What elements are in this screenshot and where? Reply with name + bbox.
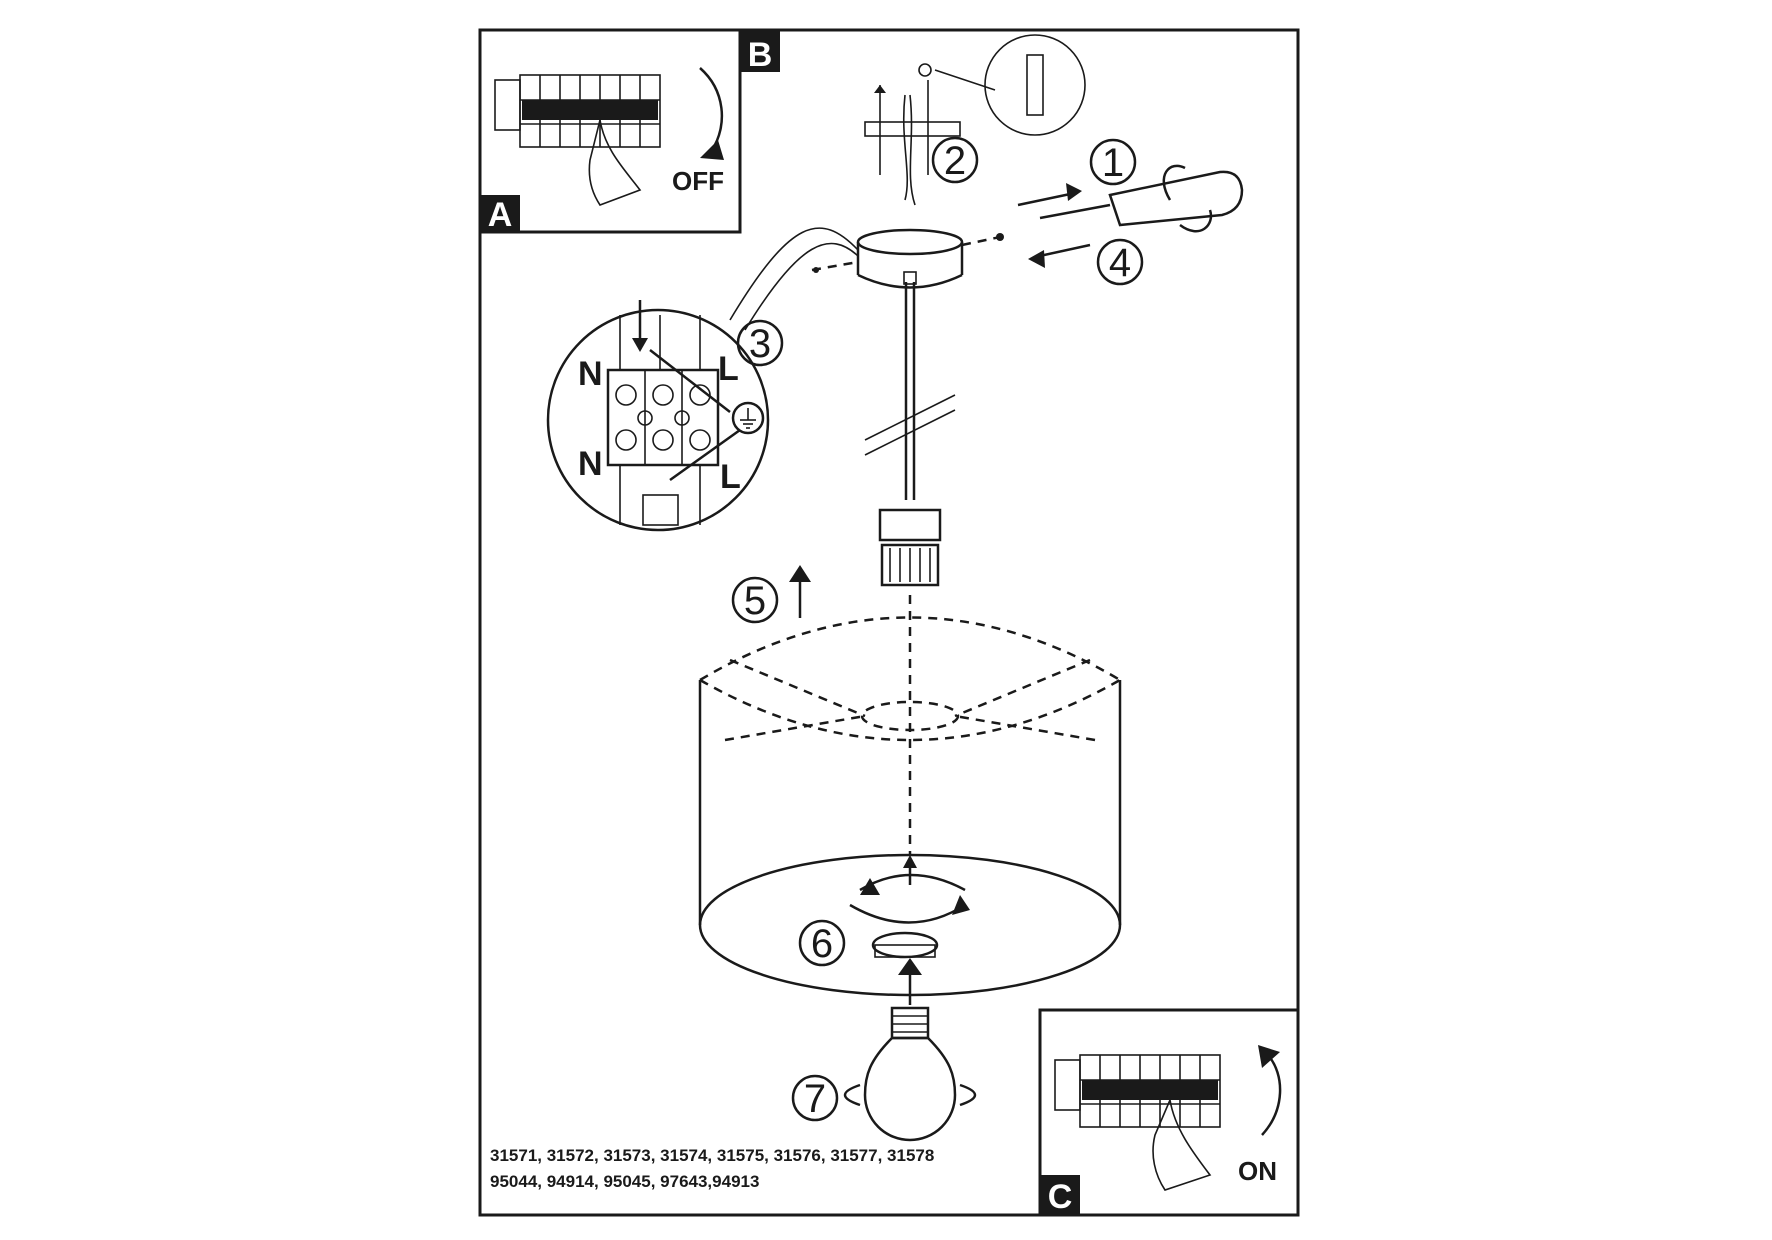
step-2-label: 2 — [944, 139, 966, 183]
lamp-shade — [698, 595, 1122, 997]
outer-frame — [478, 28, 1300, 1217]
screwdriver-handle — [1108, 170, 1244, 227]
step-numbers: 1 2 3 4 5 6 7 — [731, 136, 1144, 1122]
callout-line-b — [744, 242, 859, 331]
step-4-label: 4 — [1109, 241, 1131, 285]
panel-switch-off: A B OFF — [478, 28, 780, 234]
panel-c-tag — [1040, 1175, 1080, 1215]
step-3-label: 3 — [749, 322, 771, 366]
arrow-in-icon — [1017, 191, 1076, 207]
terminal-detail-circle — [546, 308, 770, 532]
curved-arrow-up-icon — [1261, 1054, 1282, 1136]
step-3-circle — [736, 319, 784, 367]
rotate-ring-arrow-icon — [859, 873, 966, 892]
panel-switch-on: C ON — [1038, 1008, 1300, 1217]
terminal-live-top: L — [718, 350, 739, 388]
panel-b-letter: B — [748, 36, 773, 74]
wall-plug-detail — [984, 34, 1086, 136]
ring-nut-assembly — [849, 855, 970, 1005]
model-numbers-line-1: 31571, 31572, 31573, 31574, 31575, 31576… — [490, 1146, 935, 1165]
panel-b-tag — [740, 30, 780, 72]
light-bulb — [843, 1006, 977, 1142]
lamp-socket — [880, 543, 940, 587]
terminal-neutral-bottom: N — [578, 445, 603, 483]
breaker-box-off — [494, 74, 661, 206]
screwdriver-shaft — [1039, 203, 1111, 220]
socket-cap — [878, 508, 942, 542]
step-6-label: 6 — [811, 922, 833, 966]
panel-ab-frame — [478, 28, 742, 234]
step-7-circle — [791, 1074, 839, 1122]
cut-mark-1 — [864, 394, 956, 441]
step-5-label: 5 — [744, 579, 766, 623]
screwdriver — [1017, 164, 1244, 268]
step-1-label: 1 — [1102, 141, 1124, 185]
step-6-circle — [798, 919, 846, 967]
hand-off — [588, 119, 642, 206]
cut-mark-2 — [864, 409, 956, 456]
switch-on-label: ON — [1238, 1156, 1277, 1186]
breaker-box-on — [1054, 1054, 1221, 1191]
canopy-screw-line-left — [811, 260, 859, 272]
bracket-plate — [864, 121, 961, 137]
bulb-glass — [863, 1036, 957, 1142]
step-7-label: 7 — [804, 1077, 826, 1121]
panel-a-tag — [480, 195, 520, 232]
panel-c-letter: C — [1048, 1178, 1073, 1216]
terminal-live-bottom: L — [720, 458, 741, 496]
hand-on — [1152, 1097, 1212, 1191]
ground-symbol-icon — [731, 401, 765, 435]
bulb-base — [890, 1006, 930, 1040]
mounting-bracket — [864, 34, 1086, 206]
step-2-circle — [931, 136, 979, 184]
rotate-arrow-icon — [1162, 164, 1213, 233]
step-1-circle — [1089, 138, 1137, 186]
model-numbers-line-2: 95044, 94914, 95045, 97643,94913 — [490, 1172, 760, 1191]
ground-clip — [642, 494, 679, 526]
callout-line-a — [729, 227, 859, 321]
step-5-circle — [731, 576, 779, 624]
shade-top-back — [699, 616, 1121, 682]
canopy-assembly — [729, 227, 1006, 587]
supply-cable — [902, 94, 916, 206]
wall-plug — [1026, 54, 1044, 116]
canopy-top — [856, 228, 964, 256]
terminal-block-detail: N N L L — [546, 300, 770, 532]
switch-off-label: OFF — [672, 166, 724, 196]
panel-a-letter: A — [488, 196, 513, 234]
step-4-circle — [1096, 238, 1144, 286]
terminal-neutral-top: N — [578, 355, 603, 393]
curved-arrow-down-icon — [699, 67, 724, 151]
panel-c-frame — [1038, 1008, 1300, 1217]
terminal-block — [606, 368, 720, 467]
canopy-body — [857, 273, 963, 289]
screw-in-arrow-icon — [843, 1083, 977, 1107]
